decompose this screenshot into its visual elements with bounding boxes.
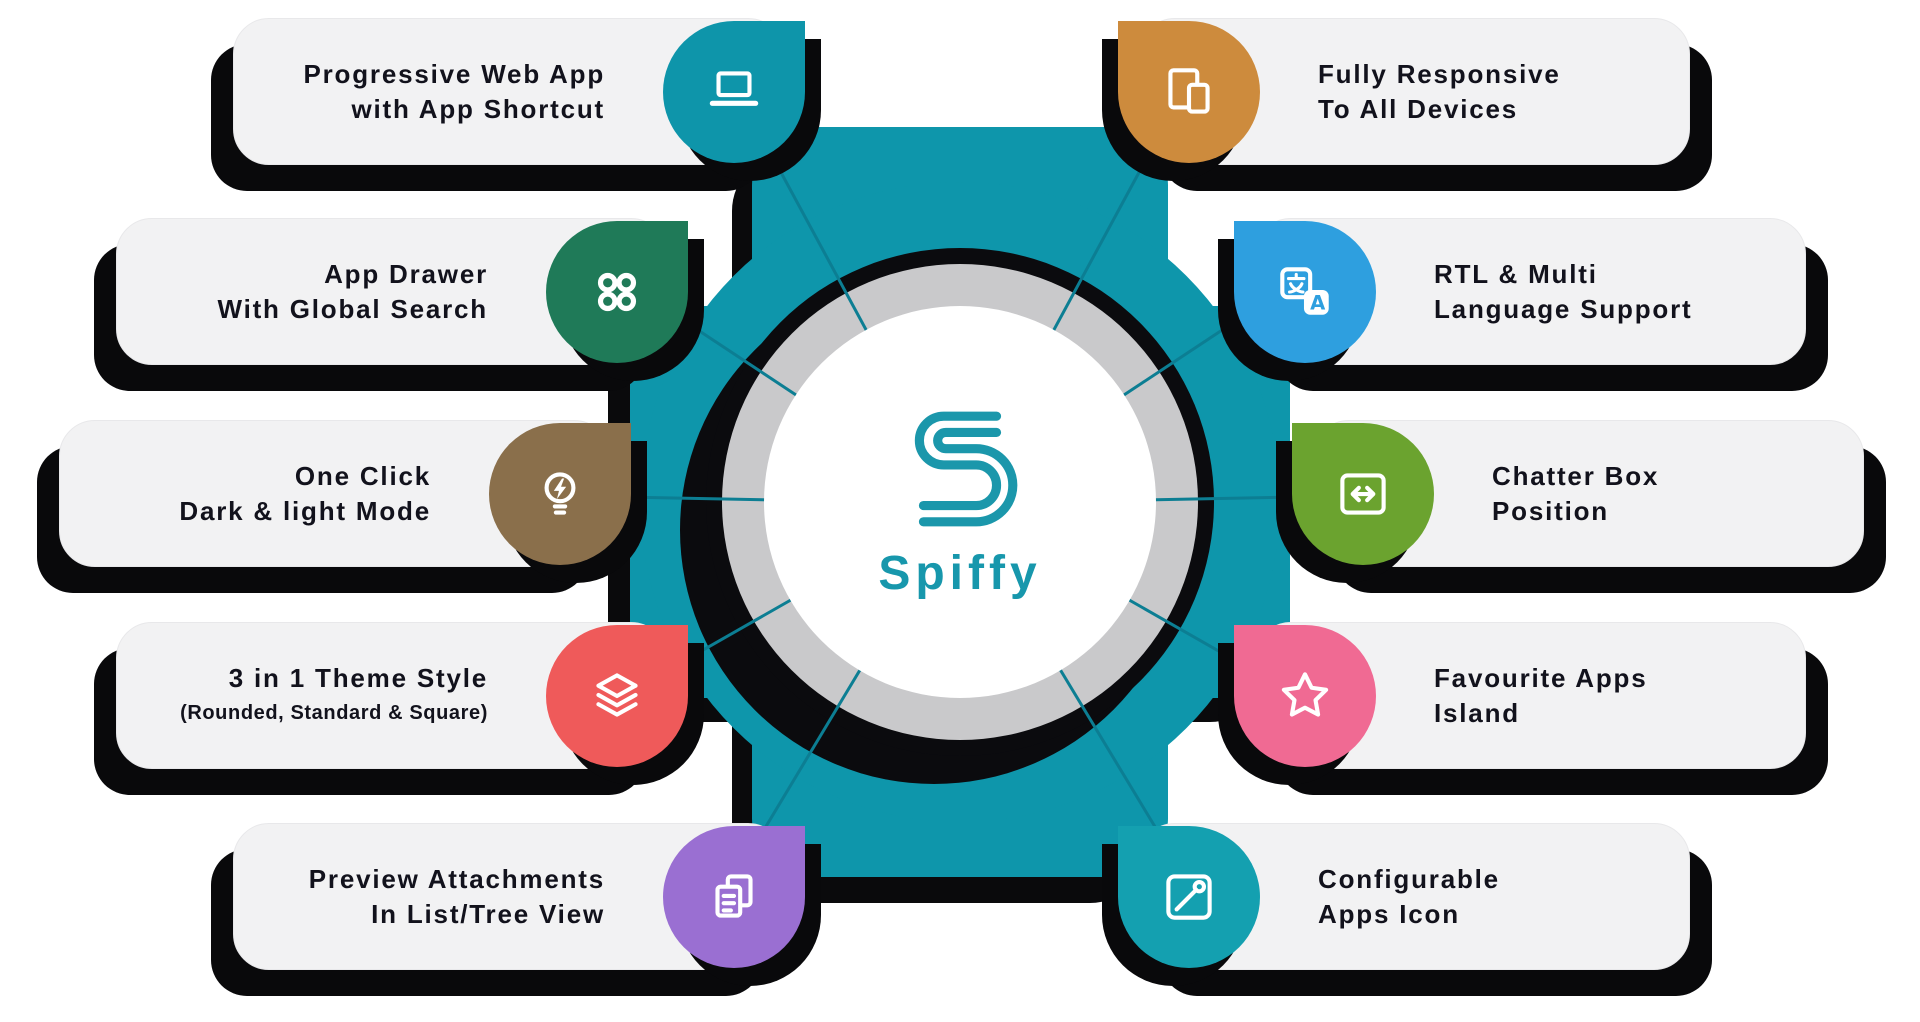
feature-label: Configurable Apps Icon [1140,862,1689,932]
translate-icon-badge: A [1234,221,1376,363]
feature-line2: Dark & light Mode [179,495,431,526]
devices-icon [1168,68,1210,114]
brand-title: Spiffy [878,546,1042,600]
spiffy-logo-icon [914,411,1018,526]
feature-line2: Island [1434,697,1520,728]
feature-line2: Language Support [1434,293,1693,324]
feature-line1: Fully Responsive [1318,58,1561,89]
feature-line2: To All Devices [1318,93,1519,124]
feature-line1: Progressive Web App [303,58,605,89]
devices-icon-badge [1118,21,1260,163]
layers-icon [596,673,638,717]
feature-line1: One Click [294,460,431,491]
feature-line2: with App Shortcut [351,93,605,124]
app-drawer-icon [597,272,637,312]
feature-line1: Chatter Box [1492,460,1660,491]
star-icon [1281,672,1329,717]
documents-icon-badge [663,826,805,968]
feature-label: RTL & Multi Language Support [1256,257,1805,327]
bulb-bolt-icon-badge [489,423,631,565]
feature-label: Favourite Apps Island [1256,661,1805,731]
feature-card-preview-attachments: Preview Attachments In List/Tree View [233,823,805,970]
hub-inner-circle: Spiffy [764,306,1156,698]
feature-card-progressive-web-app: Progressive Web App with App Shortcut [233,18,805,165]
feature-line1: Favourite Apps [1434,662,1648,693]
feature-line2: (Rounded, Standard & Square) [180,701,488,724]
feature-line1: 3 in 1 Theme Style [228,662,488,693]
feature-card-dark-light-mode: One Click Dark & light Mode [59,420,631,567]
feature-label: Chatter Box Position [1314,459,1863,529]
feature-card-favourite-apps: Favourite Apps Island [1234,622,1806,769]
laptop-icon-badge [663,21,805,163]
svg-text:A: A [1310,292,1326,315]
feature-label: Fully Responsive To All Devices [1140,57,1689,127]
layers-icon-badge [546,625,688,767]
documents-icon [715,874,753,918]
app-drawer-icon-badge [546,221,688,363]
feature-card-rtl-language: A RTL & Multi Language Support [1234,218,1806,365]
configurable-apps-icon [1166,874,1212,920]
feature-line2: Apps Icon [1318,898,1460,929]
feature-card-configurable-apps-icon: Configurable Apps Icon [1118,823,1690,970]
star-icon-badge [1234,625,1376,767]
feature-line1: Preview Attachments [308,863,605,894]
feature-line2: Position [1492,495,1609,526]
feature-line2: With Global Search [217,293,488,324]
feature-line1: App Drawer [324,258,488,289]
feature-line2: In List/Tree View [371,898,605,929]
configurable-apps-icon-badge [1118,826,1260,968]
feature-card-app-drawer: App Drawer With Global Search [116,218,688,365]
feature-line1: Configurable [1318,863,1500,894]
feature-label: Progressive Web App with App Shortcut [234,57,783,127]
feature-label: 3 in 1 Theme Style (Rounded, Standard & … [117,661,666,731]
feature-card-fully-responsive: Fully Responsive To All Devices [1118,18,1690,165]
feature-card-theme-style: 3 in 1 Theme Style (Rounded, Standard & … [116,622,688,769]
feature-label: Preview Attachments In List/Tree View [234,862,783,932]
feature-label: App Drawer With Global Search [117,257,666,327]
translate-icon: A [1280,267,1329,315]
feature-card-chatter-position: Chatter Box Position [1292,420,1864,567]
chatter-position-icon-badge [1292,423,1434,565]
feature-line1: RTL & Multi [1434,258,1598,289]
chatter-position-icon [1340,473,1386,515]
feature-label: One Click Dark & light Mode [60,459,609,529]
laptop-icon [709,71,759,106]
bulb-bolt-icon [544,472,576,515]
